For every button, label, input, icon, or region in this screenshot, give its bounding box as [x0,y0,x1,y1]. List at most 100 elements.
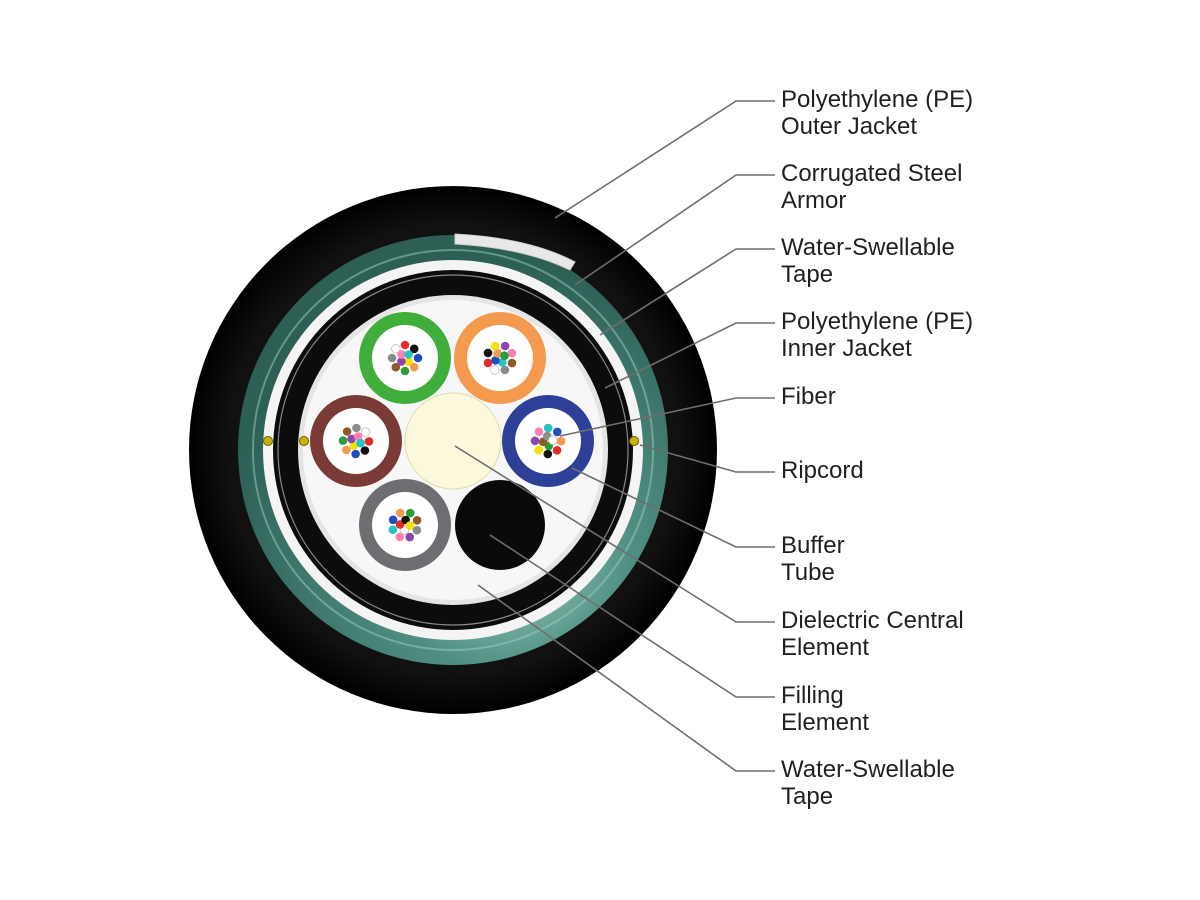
label-line: Water-Swellable [781,234,955,261]
leader-pe-outer-jacket [554,100,775,219]
fiber [507,358,517,368]
blue-tube-bore [515,408,581,474]
filling-element [455,480,545,570]
fiber [360,427,371,437]
label-line: Element [781,709,869,736]
fiber [534,445,543,455]
orange-tube-bore [467,325,533,391]
brown-tube-bore [323,408,389,474]
fiber [490,365,500,375]
dielectric-central-element [404,392,502,490]
label-line: Buffer [781,532,845,559]
ripcord-2 [299,436,309,446]
label-line: Polyethylene (PE) [781,308,973,335]
fiber [353,432,363,441]
green-tube [359,312,451,404]
cable-body [189,186,717,714]
label-line: Tape [781,783,833,810]
fiber [338,436,348,445]
fiber [500,351,509,361]
leader-filling-element [489,534,775,698]
fiber [543,423,553,433]
fiber [342,445,351,455]
fiber [553,427,562,437]
fiber [500,365,510,375]
leader-water-swellable-tape-inner [477,584,775,772]
fiber [413,353,423,363]
fiber [556,436,566,446]
inner-jacket-ring [277,274,629,626]
leader-pe-inner-jacket [604,322,775,389]
fiber [395,532,405,542]
fiber [405,521,415,530]
label-line: Fiber [781,383,836,410]
label-line: Tape [781,261,833,288]
fiber [349,441,359,450]
label-line: Outer Jacket [781,113,917,140]
fiber [412,525,422,535]
brown-tube [310,395,402,487]
fiber [500,341,510,351]
fiber [397,357,406,366]
fiber [387,353,397,363]
green-tube-bore [372,325,438,391]
tape-overlap [454,233,576,271]
leader-fiber [559,397,775,437]
fiber [490,341,500,351]
fiber [493,349,503,358]
fiber [498,358,507,367]
ripcord-1 [263,436,273,446]
fiber [483,348,493,358]
fiber [388,515,398,525]
leader-dielectric-central-element [454,445,775,623]
fiber [530,436,540,446]
fiber [391,362,401,372]
label-line: Element [781,634,869,661]
label-line: Ripcord [781,457,864,484]
label-pe-inner-jacket: Polyethylene (PE)Inner Jacket [781,308,973,362]
fiber [483,358,493,368]
fiber [404,350,413,359]
fiber [351,449,360,459]
label-line: Corrugated Steel [781,160,962,187]
gray-tube [359,479,451,571]
label-line: Filling [781,682,844,709]
fiber [552,446,562,455]
label-ripcord: Ripcord [781,457,864,484]
fiber [412,516,422,525]
label-line: Armor [781,187,846,214]
fiber [391,344,401,354]
fiber [409,344,419,354]
fiber [405,532,415,542]
fiber [388,525,398,534]
armor-ridge [252,249,654,651]
label-line: Polyethylene (PE) [781,86,973,113]
leader-ripcord [639,444,775,473]
fiber [364,437,374,446]
orange-tube [454,312,546,404]
fiber [400,340,410,350]
fiber [548,435,558,445]
fiber [360,446,370,455]
gray-tube-bore [372,492,438,558]
label-fiber: Fiber [781,383,836,410]
fiber [347,434,356,444]
fiber [352,423,361,433]
fiber [397,350,406,359]
fiber [404,357,413,366]
label-pe-outer-jacket: Polyethylene (PE)Outer Jacket [781,86,973,140]
fiber [342,427,352,436]
fiber [405,508,415,518]
leader-buffer-tube [571,467,775,548]
leader-corrugated-steel-armor [574,174,775,286]
fiber [543,449,553,459]
labels-column: Polyethylene (PE)Outer JacketCorrugated … [781,86,973,810]
fiber [356,438,365,448]
ripcord-3 [629,436,639,446]
label-line: Tube [781,559,835,586]
